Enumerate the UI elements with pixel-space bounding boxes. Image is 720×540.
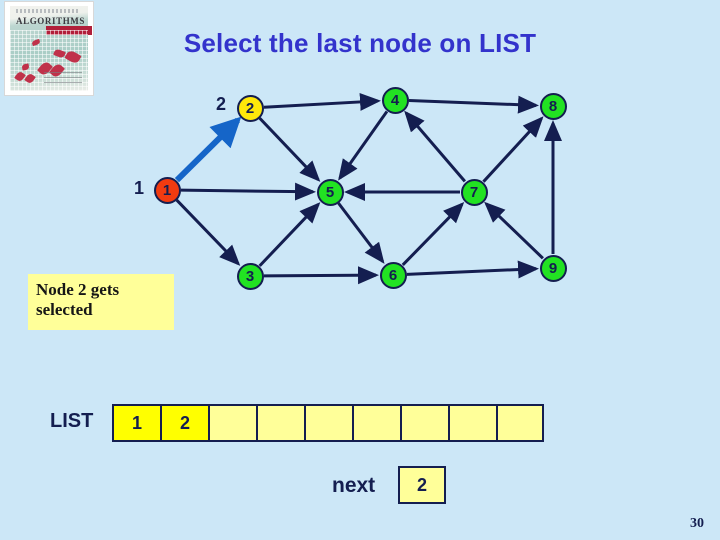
graph-node-8[interactable]: 8 [539,92,567,120]
list-cell-4[interactable] [256,404,304,442]
list-cell-7[interactable] [400,404,448,442]
list-label: LIST [50,410,94,432]
graph-edge-2-4 [263,92,382,111]
book-cover-art: ALGORITHMS [10,6,92,91]
graph-edge-layer [174,92,562,285]
list-cell-3[interactable] [208,404,256,442]
graph-edge-6-7 [401,202,465,267]
callout-line-2: selected [36,300,93,319]
graph-node-outer-label-1: 1 [134,178,145,198]
graph-edge-1-2 [174,116,242,183]
book-cover-thumbnail: ALGORITHMS [4,1,94,96]
list-cell-8[interactable] [448,404,496,442]
graph-edge-4-8 [408,95,540,114]
graph-node-1[interactable]: 1 [153,176,181,204]
graph-node-7[interactable]: 7 [460,178,488,206]
book-cover-author-bar [44,71,82,83]
page-number: 30 [690,516,704,531]
graph-edge-3-6 [263,266,380,285]
graph-edge-9-7 [484,201,544,260]
list-cell-5[interactable] [304,404,352,442]
graph-edge-7-8 [482,116,544,183]
callout-note: Node 2 gets selected [28,274,174,330]
graph-node-5[interactable]: 5 [316,178,344,206]
graph-edge-5-6 [337,202,385,264]
book-cover-subtitle-bar [16,9,80,13]
graph-node-4[interactable]: 4 [381,86,409,114]
graph-edge-7-4 [404,110,467,183]
graph-node-2[interactable]: 2 [236,94,264,122]
graph-node-outer-label-2: 2 [216,94,227,114]
graph-node-6[interactable]: 6 [379,261,407,289]
callout-line-1: Node 2 gets [36,280,120,299]
page-title: Select the last node on LIST [183,28,537,58]
graph-edge-6-9 [406,260,540,279]
graph-edge-1-5 [180,182,317,201]
list-cell-1[interactable]: 1 [112,404,160,442]
list-cell-6[interactable] [352,404,400,442]
graph-node-9[interactable]: 9 [539,254,567,282]
book-cover-title: ALGORITHMS [16,16,84,26]
graph-edge-1-3 [175,199,241,266]
graph-edge-3-5 [258,202,321,267]
list-cell-2[interactable]: 2 [160,404,208,442]
next-value-box: 2 [398,466,446,504]
list-cell-9[interactable] [496,404,544,442]
graph-node-3[interactable]: 3 [236,262,264,290]
next-label: next [332,474,376,497]
graph-edge-2-5 [258,117,321,182]
graph-edge-4-5 [338,110,389,181]
